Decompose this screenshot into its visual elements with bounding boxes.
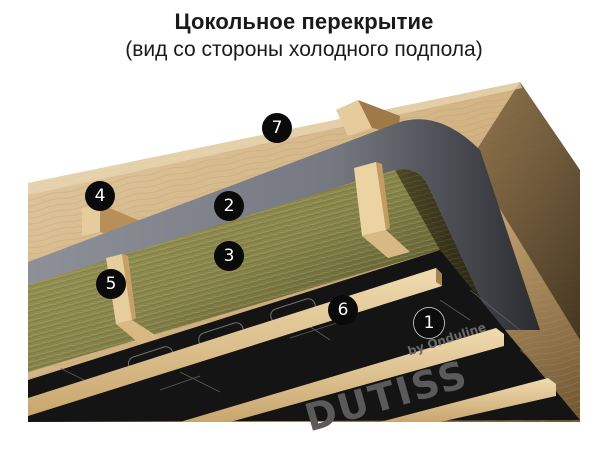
wooden-bar-right — [354, 162, 410, 258]
marker-2: 2 — [214, 191, 244, 221]
marker-1: 1 — [414, 308, 444, 338]
marker-6: 6 — [328, 295, 358, 325]
marker-4: 4 — [85, 181, 115, 211]
joist-block-right — [336, 100, 400, 136]
counter-batten-3 — [380, 378, 556, 422]
page-subtitle: (вид со стороны холодного подпола) — [125, 38, 483, 61]
marker-7: 7 — [262, 113, 292, 143]
marker-3: 3 — [214, 241, 244, 271]
marker-5: 5 — [96, 269, 126, 299]
header: Цокольное перекрытие (вид со стороны хол… — [0, 8, 608, 64]
counter-batten-2 — [180, 328, 504, 422]
page-title: Цокольное перекрытие — [174, 9, 434, 34]
